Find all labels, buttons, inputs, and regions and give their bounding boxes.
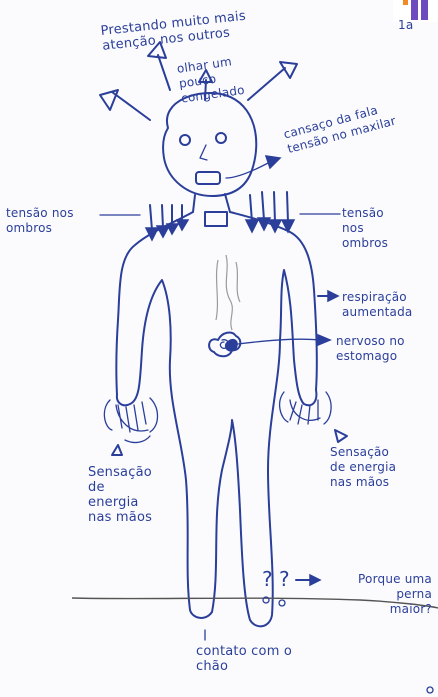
neck-tension-box [205, 212, 227, 226]
left-shoulder-arrows [146, 205, 188, 240]
right-eye [216, 133, 226, 143]
label-ground: contato com o chão [196, 644, 356, 674]
nose [200, 145, 207, 160]
right-shoulder-arrows [246, 192, 294, 232]
label-shoulders-left: tensão nos ombros [6, 206, 116, 236]
breath-marks [226, 255, 232, 330]
left-eye [180, 135, 190, 145]
label-hands-left: Sensação de energia nas mãos [88, 465, 188, 525]
label-stomach: nervoso no estomago [336, 334, 434, 364]
left-hand [116, 402, 148, 432]
left-hand-arrow [112, 445, 122, 455]
label-shoulders-right: tensão nos ombros [342, 206, 432, 251]
right-hand-arrow [335, 430, 347, 442]
label-legs: Porque uma perna maior? [326, 572, 432, 617]
head-outline [163, 93, 256, 196]
svg-text:? ?: ? ? [262, 567, 290, 591]
stomach-knot [209, 333, 240, 357]
mouth [196, 172, 220, 184]
face-arrow [226, 162, 270, 178]
label-hands-right: Sensação de energia nas mãos [330, 445, 430, 490]
page-number: 1a [398, 18, 413, 33]
label-breathing: respiração aumentada [342, 290, 434, 320]
